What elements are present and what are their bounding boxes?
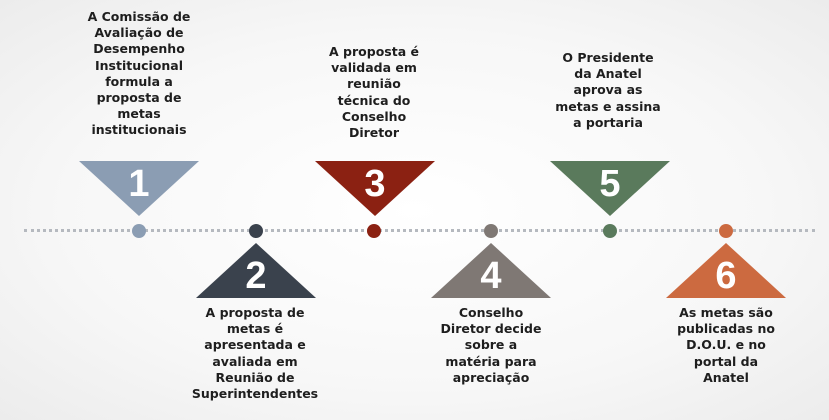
- step-4-dot: [484, 224, 498, 238]
- step-4-number: 4: [480, 255, 502, 297]
- step-2-triangle: [196, 243, 316, 298]
- step-1-marker: 1: [79, 161, 199, 216]
- step-3-dot: [367, 224, 381, 238]
- step-5-dot: [603, 224, 617, 238]
- step-6-number: 6: [715, 255, 737, 297]
- step-2-number: 2: [245, 255, 267, 297]
- step-1-triangle: [79, 161, 199, 216]
- step-5-triangle: [550, 161, 670, 216]
- step-1-text: A Comissão de Avaliação de Desempenho In…: [87, 9, 191, 138]
- step-2-text: A proposta de metas é apresentada e aval…: [191, 305, 319, 402]
- step-1-number: 1: [128, 163, 150, 205]
- step-6-dot: [719, 224, 733, 238]
- step-3-triangle: [315, 161, 435, 216]
- step-4-marker: 4: [431, 243, 551, 298]
- step-6-text: As metas são publicadas no D.O.U. e no p…: [677, 305, 775, 385]
- step-2-dot: [249, 224, 263, 238]
- step-3-marker: 3: [315, 161, 435, 216]
- step-4-triangle: [431, 243, 551, 298]
- step-3-text: A proposta é validada em reunião técnica…: [329, 44, 419, 141]
- step-5-text: O Presidente da Anatel aprova as metas e…: [555, 50, 661, 130]
- step-5-marker: 5: [550, 161, 670, 216]
- step-6-triangle: [666, 243, 786, 298]
- step-4-text: Conselho Diretor decide sobre a matéria …: [440, 305, 542, 385]
- timeline-dotted-line: [24, 229, 815, 232]
- step-2-marker: 2: [196, 243, 316, 298]
- step-5-number: 5: [599, 163, 621, 205]
- step-3-number: 3: [364, 163, 386, 205]
- step-6-marker: 6: [666, 243, 786, 298]
- step-1-dot: [132, 224, 146, 238]
